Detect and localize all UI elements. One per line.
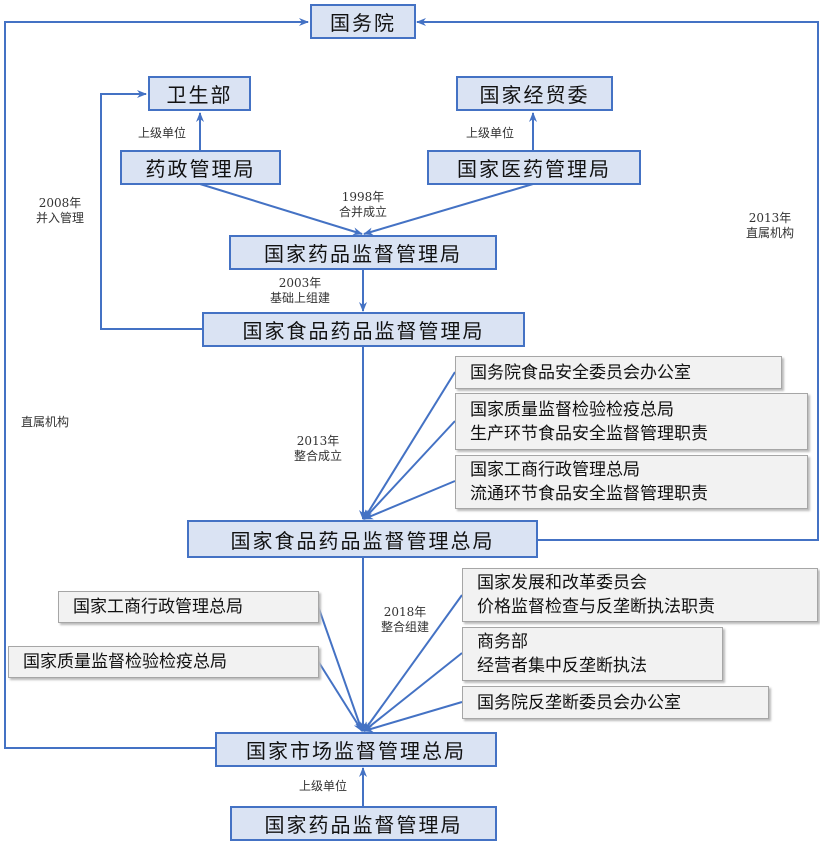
label-2013: 2013年整合成立: [294, 434, 342, 464]
label-2018: 2018年整合组建: [381, 605, 429, 635]
source-line: 价格监督检查与反垄断执法职责: [477, 597, 715, 617]
arrow-cfda-to-state-council: [416, 18, 819, 541]
source-mofcom: 商务部经营者集中反垄断执法: [462, 627, 723, 681]
node-sda: 国家药品监督管理局: [229, 235, 497, 270]
label-year: 1998年: [341, 190, 385, 204]
node-nmpa: 国家药品监督管理局: [230, 806, 497, 841]
arrow-1998-b: [363, 183, 534, 236]
label-action: 并入管理: [35, 211, 85, 225]
arrow-samr-to-state-council: [4, 18, 309, 749]
source-line: 国务院食品安全委员会办公室: [470, 362, 691, 383]
source-antimonopoly-office: 国务院反垄断委员会办公室: [462, 686, 769, 719]
label-year: 2003年: [278, 276, 322, 290]
label-direct-left: 直属机构: [20, 415, 70, 429]
arrow-sfda-to-moh: [100, 90, 202, 330]
source-line: 国家质量监督检验检疫总局: [470, 399, 674, 420]
source-line: 国家工商行政管理总局: [470, 460, 640, 480]
source-aqsiq-2018: 国家质量监督检验检疫总局: [8, 646, 319, 678]
source-line: 经营者集中反垄断执法: [477, 656, 647, 676]
label-year: 2008年: [38, 196, 82, 210]
label-action: 基础上组建: [269, 291, 331, 305]
label-superior: 上级单位: [465, 126, 515, 140]
source-line: 国家质量监督检验检疫总局: [23, 652, 227, 672]
arrow-1998-a: [199, 183, 363, 236]
label-year: 2013年: [748, 211, 792, 225]
node-sfda: 国家食品药品监督管理局: [202, 312, 525, 347]
node-state-pharma: 国家医药管理局: [427, 150, 641, 185]
label-action: 直属机构: [745, 226, 795, 240]
node-pharma-admin: 药政管理局: [120, 150, 281, 185]
label-1998: 1998年合并成立: [339, 190, 387, 220]
node-samr: 国家市场监督管理总局: [215, 732, 497, 767]
label-year: 2018年: [383, 605, 427, 619]
source-ndrc: 国家发展和改革委员会价格监督检查与反垄断执法职责: [462, 568, 818, 622]
source-line: 国家工商行政管理总局: [73, 597, 243, 617]
node-state-council: 国务院: [310, 4, 416, 39]
node-cfda: 国家食品药品监督管理总局: [187, 520, 538, 558]
label-superior: 上级单位: [298, 779, 348, 793]
source-line: 国家发展和改革委员会: [477, 573, 647, 593]
label-action: 整合组建: [380, 620, 430, 634]
source-food-safety-office: 国务院食品安全委员会办公室: [455, 356, 782, 389]
source-line: 流通环节食品安全监督管理职责: [470, 484, 708, 504]
node-setc: 国家经贸委: [456, 76, 613, 111]
source-line: 生产环节食品安全监督管理职责: [470, 423, 708, 444]
source-line: 国务院反垄断委员会办公室: [477, 692, 681, 713]
source-aqsiq: 国家质量监督检验检疫总局生产环节食品安全监督管理职责: [455, 393, 808, 450]
node-moh: 卫生部: [148, 76, 251, 111]
label-2008: 2008年并入管理: [36, 196, 84, 226]
label-2013-right: 2013年直属机构: [746, 211, 794, 241]
label-action: 合并成立: [338, 205, 388, 219]
label-superior: 上级单位: [137, 126, 187, 140]
source-line: 商务部: [477, 632, 528, 652]
label-action: 整合成立: [293, 449, 343, 463]
label-year: 2013年: [296, 434, 340, 448]
source-saic: 国家工商行政管理总局流通环节食品安全监督管理职责: [455, 455, 808, 509]
label-2003: 2003年基础上组建: [270, 276, 330, 306]
source-saic-2018: 国家工商行政管理总局: [58, 591, 319, 623]
